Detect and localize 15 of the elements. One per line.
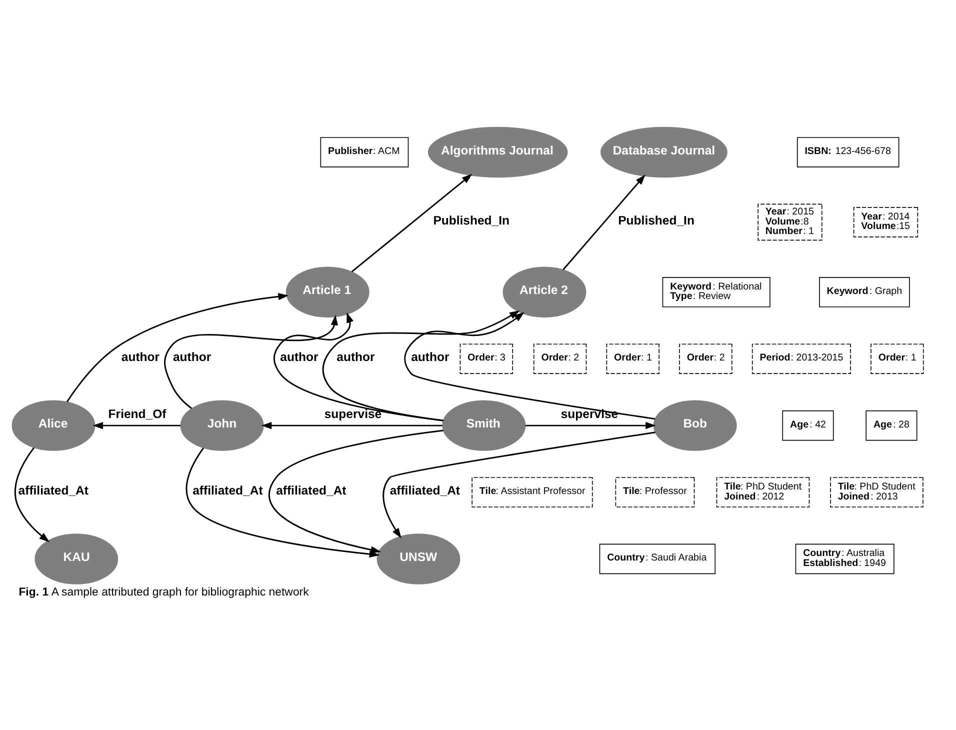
edge-label: affiliated_At <box>276 483 346 498</box>
edge-label: author <box>280 350 318 364</box>
edge-label: affiliated_At <box>192 483 263 498</box>
edge-label: Friend_Of <box>108 407 166 422</box>
edge-label: author <box>172 350 212 364</box>
edge-label: supervise <box>560 407 618 422</box>
edge-label: Published_In <box>618 213 694 228</box>
edge-label: affiliated_At <box>390 483 460 498</box>
edge-label: author <box>336 350 375 364</box>
edge-label: author <box>411 350 450 364</box>
edge-label: supervise <box>324 407 382 422</box>
edge-label: author <box>121 350 160 364</box>
edge-label: Published_In <box>433 213 510 228</box>
caption: Fig. 1 A sample attributed graph for bibliographic network <box>18 586 309 599</box>
edge-label: affiliated_At <box>18 483 89 498</box>
